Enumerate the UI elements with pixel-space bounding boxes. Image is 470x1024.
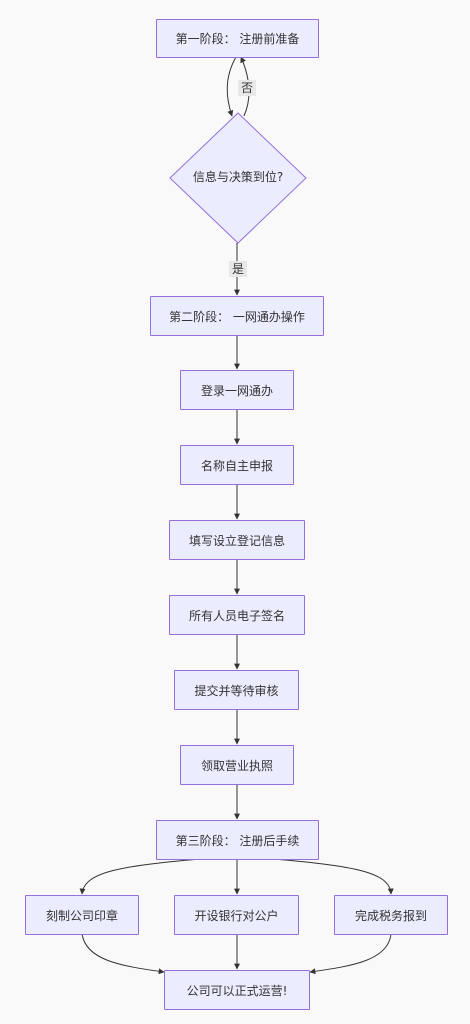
edge-stage3-to-tax	[273, 858, 394, 895]
node-decision-label: 信息与决策到位?	[192, 170, 284, 184]
node-stage3: 第三阶段： 注册后手续	[156, 820, 319, 860]
edge-tax-to-operate	[309, 933, 392, 975]
node-tax: 完成税务报到	[334, 895, 448, 935]
node-name-apply: 名称自主申报	[180, 445, 294, 485]
node-license: 领取营业执照	[180, 745, 294, 785]
edge-stage3-to-seal	[79, 858, 201, 895]
edge-seal-to-operate	[81, 933, 165, 975]
edge-label-no: 否	[238, 80, 257, 96]
node-seal: 刻制公司印章	[25, 895, 139, 935]
node-fill-info: 填写设立登记信息	[169, 520, 305, 560]
decision-diamond	[169, 112, 307, 244]
node-esign: 所有人员电子签名	[169, 595, 305, 635]
node-operate: 公司可以正式运营!	[164, 970, 310, 1010]
node-bank: 开设银行对公户	[174, 895, 299, 935]
node-login: 登录一网通办	[180, 370, 294, 410]
node-stage2: 第二阶段： 一网通办操作	[150, 296, 324, 336]
node-stage1: 第一阶段： 注册前准备	[156, 19, 319, 58]
edge-label-yes: 是	[229, 261, 248, 277]
edge-stage1-to-decision	[226, 56, 237, 117]
node-submit: 提交并等待审核	[174, 670, 299, 710]
